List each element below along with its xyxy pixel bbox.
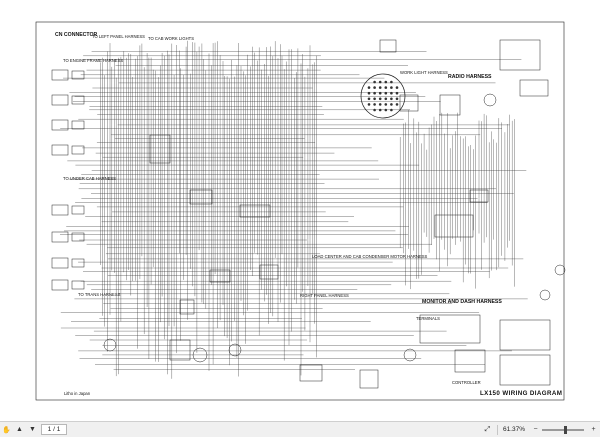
document-page: CN CONNECTOR TO LEFT PANEL HARNESS TO EN… <box>35 21 566 401</box>
zoom-slider[interactable] <box>542 425 584 435</box>
zoom-level[interactable]: 61.37% <box>502 426 525 433</box>
main-connector-icon <box>360 73 406 119</box>
label-to-trans: TO TRANS HARNESS <box>78 292 121 297</box>
label-radio-harness: RADIO HARNESS <box>448 74 492 80</box>
arrow-up-icon[interactable]: ▲ <box>16 426 23 433</box>
viewer-toolbar: ✋ ▲ ▼ 1 / 1 ⤢ 61.37% − + <box>0 421 600 437</box>
arrow-down-icon[interactable]: ▼ <box>29 426 36 433</box>
plus-icon[interactable]: + <box>591 426 596 433</box>
label-work-light-harness: WORK LIGHT HARNESS <box>400 70 448 75</box>
label-litho: Litho in Japan <box>64 391 91 396</box>
fit-page-icon[interactable]: ⤢ <box>484 425 491 433</box>
label-load-center: LOAD CENTER AND CAB CONDENSER MOTOR HARN… <box>312 254 428 259</box>
label-monitor-dash: MONITOR AND DASH HARNESS <box>422 299 502 305</box>
wiring-diagram: CN CONNECTOR TO LEFT PANEL HARNESS TO EN… <box>35 21 566 401</box>
label-to-engine-frame: TO ENGINE FRAME HARNESS <box>63 58 123 63</box>
label-to-under-cab: TO UNDER CAB HARNESS <box>63 176 116 181</box>
hand-icon[interactable]: ✋ <box>2 426 11 434</box>
label-right-panel: RIGHT PANEL HARNESS <box>300 293 349 298</box>
label-terminals: TERMINALS <box>416 316 440 321</box>
label-to-cab-work-lights: TO CAB WORK LIGHTS <box>148 36 194 41</box>
label-cn-connector: CN CONNECTOR <box>55 32 98 38</box>
diagram-title: LX150 WIRING DIAGRAM <box>480 390 562 397</box>
label-to-left-panel: TO LEFT PANEL HARNESS <box>92 34 145 39</box>
zoom-slider-thumb[interactable] <box>564 425 567 434</box>
page-number-input[interactable]: 1 / 1 <box>41 424 67 435</box>
label-controller: CONTROLLER <box>452 380 481 385</box>
minus-icon[interactable]: − <box>533 426 538 433</box>
